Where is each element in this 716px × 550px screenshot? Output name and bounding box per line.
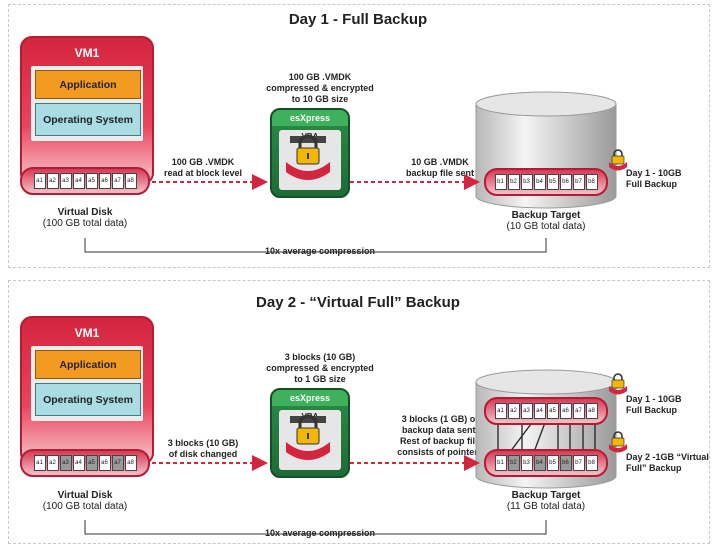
day2-panel: [8, 280, 710, 544]
disk-block: b7: [572, 174, 585, 190]
day2-disk-caption: Virtual Disk (100 GB total data): [20, 490, 150, 512]
application-box: Application: [35, 70, 141, 99]
disk-block: a5: [85, 455, 98, 471]
disk-block: a5: [546, 403, 559, 419]
target-sub: (11 GB total data): [506, 501, 586, 512]
day1-disk-caption: Virtual Disk (100 GB total data): [20, 207, 150, 229]
day2-sent-note: 3 blocks (1 GB) of backup data sent. Res…: [397, 414, 483, 457]
disk-block: b7: [572, 455, 585, 471]
day2-compression-bracket: [84, 520, 547, 535]
day2-pointer-arrows: [490, 415, 596, 453]
application-box: Application: [35, 350, 141, 379]
disk-block: b8: [585, 455, 598, 471]
vba-brand: esXpress: [272, 110, 348, 126]
vm-label: VM1: [74, 326, 100, 340]
day1-vba-note: 100 GB .VMDK compressed & encrypted to 1…: [266, 72, 374, 104]
disk-block: a8: [124, 455, 137, 471]
disk-block: b5: [546, 174, 559, 190]
day1-side-note: Day 1 - 10GB Full Backup: [626, 168, 682, 189]
day2-side-note-bottom: Day 2 -1GB “Virtual Full” Backup: [626, 452, 709, 473]
disk-block: b4: [533, 455, 546, 471]
disk-block: a4: [72, 455, 85, 471]
disk-block: a6: [559, 403, 572, 419]
target-title: Backup Target: [511, 210, 581, 221]
disk-block: a6: [98, 455, 111, 471]
disk-block: a3: [59, 455, 72, 471]
disk-block: b2: [507, 455, 520, 471]
disk-block: a7: [111, 173, 124, 189]
disk-block: a2: [46, 455, 59, 471]
disk-sub: (100 GB total data): [42, 218, 128, 229]
day1-panel: [8, 4, 710, 268]
lock-icon: [609, 149, 627, 171]
disk-block: b1: [494, 455, 507, 471]
disk-block: a2: [507, 403, 520, 419]
disk-block: b8: [585, 174, 598, 190]
disk-block: b6: [559, 455, 572, 471]
day1-target-caption: Backup Target (10 GB total data): [476, 210, 616, 232]
disk-block: a4: [533, 403, 546, 419]
disk-block: a5: [85, 173, 98, 189]
disk-block: b3: [520, 174, 533, 190]
disk-block: b6: [559, 174, 572, 190]
day2-vm: VM1 Application Operating System: [20, 316, 154, 465]
lock-icon: [286, 414, 330, 460]
day1-title: Day 1 - Full Backup: [288, 11, 428, 28]
operating-system-box: Operating System: [35, 103, 141, 136]
day1-vm: VM1 Application Operating System: [20, 36, 154, 185]
day1-compression-bracket: [84, 238, 547, 253]
disk-block: a1: [33, 173, 46, 189]
disk-sub: (100 GB total data): [42, 501, 128, 512]
lock-icon: [286, 134, 330, 180]
day1-sent-note: 10 GB .VMDK backup file sent: [405, 157, 475, 178]
day1-read-note: 100 GB .VMDK read at block level: [163, 157, 243, 178]
disk-block: a4: [72, 173, 85, 189]
disk-block: a3: [59, 173, 72, 189]
target-sub: (10 GB total data): [506, 221, 586, 232]
day2-target-caption: Backup Target (11 GB total data): [476, 490, 616, 512]
disk-block: a7: [572, 403, 585, 419]
disk-title: Virtual Disk: [57, 490, 113, 501]
disk-title: Virtual Disk: [57, 207, 113, 218]
day2-read-note: 3 blocks (10 GB) of disk changed: [167, 438, 239, 459]
disk-block: b1: [494, 174, 507, 190]
disk-block: a8: [124, 173, 137, 189]
disk-block: a1: [33, 455, 46, 471]
lock-icon: [609, 431, 627, 453]
disk-block: b3: [520, 455, 533, 471]
disk-block: b2: [507, 174, 520, 190]
target-title: Backup Target: [511, 490, 581, 501]
vba-brand: esXpress: [272, 390, 348, 406]
disk-block: a3: [520, 403, 533, 419]
day1-compression-label: 10x average compression: [240, 246, 400, 256]
disk-block: b4: [533, 174, 546, 190]
disk-block: b5: [546, 455, 559, 471]
disk-block: a1: [494, 403, 507, 419]
day2-title: Day 2 - “Virtual Full” Backup: [256, 294, 460, 311]
vm-label: VM1: [74, 46, 100, 60]
disk-block: a2: [46, 173, 59, 189]
operating-system-box: Operating System: [35, 383, 141, 416]
day2-compression-label: 10x average compression: [240, 528, 400, 538]
day2-side-note-top: Day 1 - 10GB Full Backup: [626, 394, 682, 415]
lock-icon: [609, 373, 627, 395]
disk-block: a6: [98, 173, 111, 189]
disk-block: a7: [111, 455, 124, 471]
day2-vba-note: 3 blocks (10 GB) compressed & encrypted …: [266, 352, 374, 384]
disk-block: a8: [585, 403, 598, 419]
